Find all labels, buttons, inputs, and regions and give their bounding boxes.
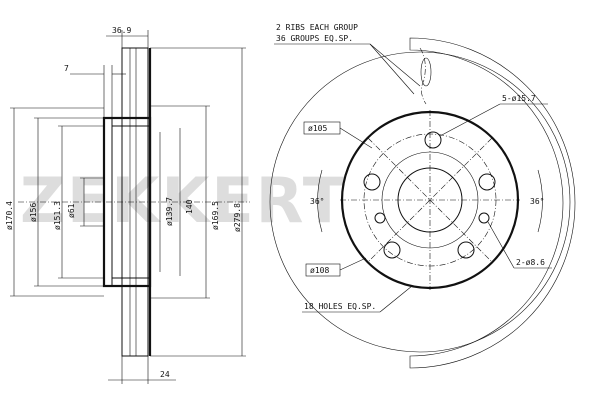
- dim-d-279-8: ø279.8: [233, 203, 242, 232]
- bolt-hole: [424, 131, 442, 149]
- disc-outer-edge: [269, 51, 571, 353]
- dim-140: 140: [185, 199, 194, 214]
- callout-ribs-line2: 36 GROUPS EQ.SP.: [276, 34, 353, 43]
- bolt-hole: [457, 241, 475, 259]
- dim-d-169-5: ø169.5: [211, 201, 220, 230]
- dim-flange: 7: [64, 64, 69, 73]
- small-hole: [478, 212, 490, 224]
- dim-d-61: ø61: [67, 203, 76, 218]
- dim-d-170-4: ø170.4: [5, 201, 14, 230]
- dim-d-151-3: ø151.3: [53, 201, 62, 230]
- callouts: 2 RIBS EACH GROUP 36 GROUPS EQ.SP. 5-ø15…: [274, 23, 552, 313]
- section-view: 36.9 7 ø170.4 ø156 ø151.3 ø61 ø139.7 140…: [5, 26, 250, 384]
- dim-d-139-7: ø139.7: [165, 197, 174, 226]
- dim-d-156: ø156: [29, 203, 38, 222]
- rib-outline: [419, 47, 427, 105]
- callout-angle-right: 36°: [530, 197, 544, 206]
- bolt-hole: [478, 173, 496, 191]
- dim-width-total: 36.9: [112, 26, 131, 35]
- callout-pcd-108: ø108: [310, 266, 329, 275]
- callout-holes-18: 18 HOLES EQ.SP.: [304, 302, 376, 311]
- small-hole: [374, 212, 386, 224]
- watermark-text: ZEKKERT: [20, 164, 347, 237]
- callout-small-holes: 2-ø8.6: [516, 258, 545, 267]
- callout-pcd-105: ø105: [308, 124, 327, 133]
- front-view: [269, 37, 576, 369]
- bolt-hole: [383, 241, 401, 259]
- dim-thickness: 24: [160, 370, 170, 379]
- rib-detail: [420, 57, 432, 87]
- callout-angle-left: 36°: [310, 197, 324, 206]
- bolt-hole: [363, 173, 381, 191]
- callout-ribs-line1: 2 RIBS EACH GROUP: [276, 23, 358, 32]
- callout-bolt-holes: 5-ø15.7: [502, 94, 536, 103]
